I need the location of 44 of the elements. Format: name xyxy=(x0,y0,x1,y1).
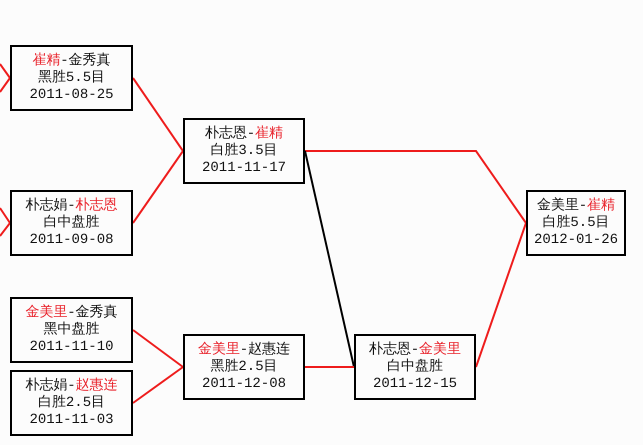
match-date: 2012-01-26 xyxy=(534,232,618,248)
bracket-line xyxy=(132,366,184,404)
bracket-line xyxy=(304,150,355,368)
match-players: 金美里-金秀真 xyxy=(25,304,118,322)
bracket-line xyxy=(0,77,11,93)
bracket-line xyxy=(305,366,354,368)
match-box xyxy=(10,370,133,436)
match-date: 2011-12-15 xyxy=(372,376,457,392)
match-box xyxy=(526,190,626,256)
match-date: 2011-11-17 xyxy=(202,160,286,176)
bracket-line xyxy=(132,77,184,152)
match-date: 2011-09-08 xyxy=(29,232,114,248)
match-players: 金美里-崔精 xyxy=(536,198,616,214)
match-box xyxy=(10,45,133,111)
match-box xyxy=(10,297,133,363)
match-box xyxy=(183,118,305,184)
match-result: 白胜5.5目 xyxy=(542,214,610,232)
match-players: 朴志恩-崔精 xyxy=(204,126,284,142)
match-result: 黑胜2.5目 xyxy=(210,358,278,376)
match-players: 朴志恩-金美里 xyxy=(368,342,462,358)
bracket-line xyxy=(0,207,11,224)
match-result: 黑胜5.5目 xyxy=(38,70,106,86)
match-box xyxy=(10,190,133,256)
match-box xyxy=(183,334,305,400)
bracket-line xyxy=(132,150,184,224)
match-date: 2011-12-08 xyxy=(202,376,286,392)
match-result: 白胜2.5目 xyxy=(38,394,106,412)
match-players: 崔精-金秀真 xyxy=(32,52,111,70)
bracket-line xyxy=(132,329,184,368)
match-date: 2011-11-10 xyxy=(29,338,114,356)
match-result: 白胜3.5目 xyxy=(210,142,278,160)
bracket-line xyxy=(0,63,11,79)
match-box xyxy=(354,334,476,400)
bracket-line xyxy=(305,150,527,224)
match-date: 2011-08-25 xyxy=(29,86,114,104)
bracket-line xyxy=(0,222,11,237)
match-players: 朴志娟-朴志恩 xyxy=(25,198,118,214)
match-result: 白中盘胜 xyxy=(44,214,100,232)
match-date: 2011-11-03 xyxy=(29,412,114,428)
bracket-line xyxy=(475,222,527,368)
match-players: 朴志娟-赵惠连 xyxy=(25,378,118,394)
match-result: 黑中盘胜 xyxy=(44,322,100,338)
match-players: 金美里-赵惠连 xyxy=(198,342,290,358)
match-result: 白中盘胜 xyxy=(387,358,443,376)
